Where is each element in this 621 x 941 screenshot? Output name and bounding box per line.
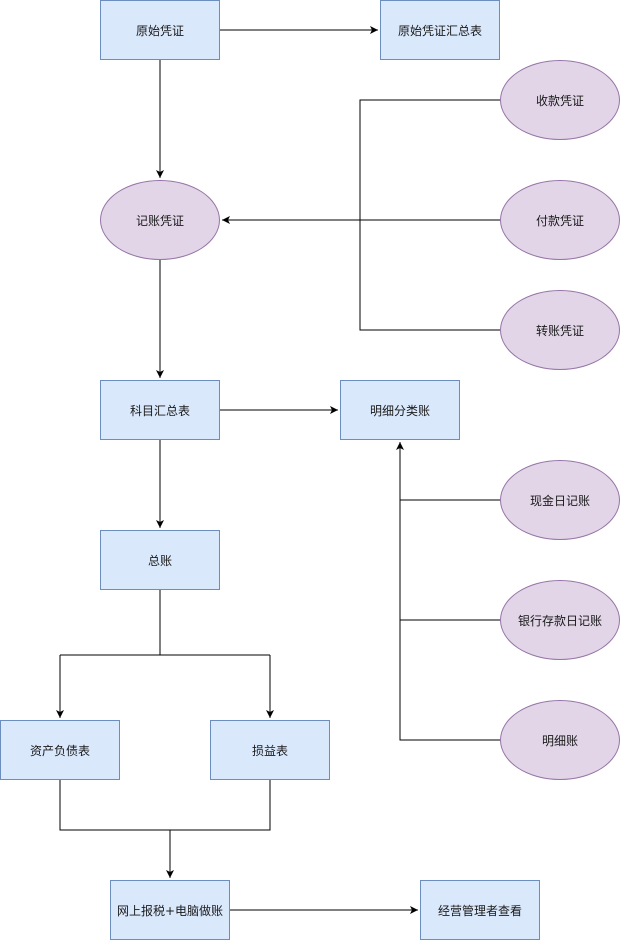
- node-cash-journal: 现金日记账: [500, 460, 620, 540]
- node-transfer-voucher: 转账凭证: [500, 290, 620, 370]
- edge-statements-merge: [59, 780, 271, 878]
- edge-receipt-to-bus: [359, 99, 500, 331]
- node-management-review: 经营管理者查看: [420, 880, 540, 940]
- node-online-tax: 网上报税+电脑做账: [110, 880, 230, 940]
- node-detail-ledger: 明细分类账: [340, 380, 460, 440]
- edge-journals-to-detail-ledger: [400, 442, 500, 741]
- node-receipt-voucher: 收款凭证: [500, 60, 620, 140]
- node-original-voucher: 原始凭证: [100, 0, 220, 60]
- node-income-statement: 损益表: [210, 720, 330, 780]
- node-general-ledger: 总账: [100, 530, 220, 590]
- edge-general-ledger-split: [60, 590, 270, 656]
- node-bank-deposit-journal: 银行存款日记账: [500, 580, 620, 660]
- node-detail-account: 明细账: [500, 700, 620, 780]
- node-payment-voucher: 付款凭证: [500, 180, 620, 260]
- node-bookkeeping-voucher: 记账凭证: [100, 180, 220, 260]
- node-balance-sheet: 资产负债表: [0, 720, 120, 780]
- node-original-voucher-summary: 原始凭证汇总表: [380, 0, 500, 60]
- node-account-summary: 科目汇总表: [100, 380, 220, 440]
